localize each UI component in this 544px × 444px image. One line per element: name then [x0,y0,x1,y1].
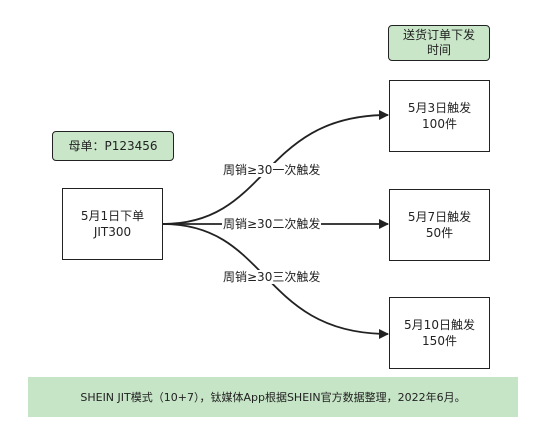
edge-label-1: 周销≥30一次触发 [222,163,322,177]
header-note-line2: 时间 [426,43,451,57]
target-node-2: 5月7日触发 50件 [389,189,490,261]
source-node-line2: JIT300 [93,225,132,239]
target-node-2-line2: 50件 [425,226,454,240]
header-note: 送货订单下发 时间 [388,25,490,61]
source-node: 5月1日下单 JIT300 [62,188,163,260]
parent-order-text: 母单：P123456 [68,139,158,153]
target-node-1-line2: 100件 [422,117,457,131]
source-node-line1: 5月1日下单 [80,209,145,223]
target-node-3-line1: 5月10日触发 [404,318,475,332]
target-node-1-line1: 5月3日触发 [407,101,472,115]
parent-order-note: 母单：P123456 [52,131,174,161]
target-node-2-line1: 5月7日触发 [407,210,472,224]
header-note-line1: 送货订单下发 [402,28,475,42]
target-node-1: 5月3日触发 100件 [389,80,490,152]
target-node-3: 5月10日触发 150件 [389,297,490,369]
source-footer-text: SHEIN JIT模式（10+7），钛媒体App根据SHEIN官方数据整理，20… [80,391,466,404]
edge-label-2: 周销≥30二次触发 [222,217,322,231]
source-footer: SHEIN JIT模式（10+7），钛媒体App根据SHEIN官方数据整理，20… [28,377,518,417]
target-node-3-line2: 150件 [422,334,457,348]
edge-label-3: 周销≥30三次触发 [222,270,322,284]
